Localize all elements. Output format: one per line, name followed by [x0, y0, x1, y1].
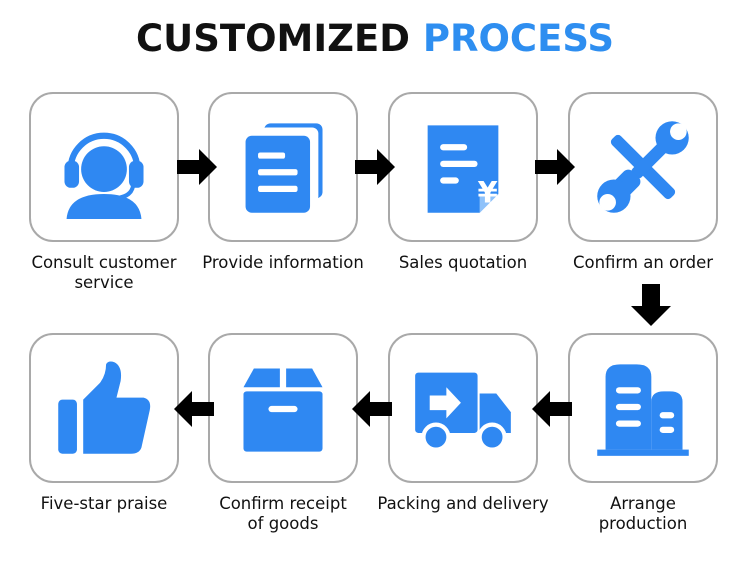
step-label: Sales quotation — [398, 253, 528, 272]
step-provide-information — [208, 92, 358, 242]
step-label: Confirm an order — [572, 253, 714, 272]
thumbs-up-icon — [58, 361, 151, 454]
right-arrow-icon — [535, 149, 575, 185]
left-arrow-icon — [174, 391, 214, 427]
delivery-truck-icon — [415, 372, 511, 452]
factory-building-icon — [597, 364, 689, 456]
svg-text:¥: ¥ — [478, 175, 498, 209]
step-five-star-praise — [29, 333, 179, 483]
step-confirm-an-order — [568, 92, 718, 242]
title-part-customized: CUSTOMIZED — [136, 17, 410, 60]
step-label: Provide information — [202, 253, 364, 272]
package-box-icon — [243, 368, 323, 452]
tools-icon — [597, 121, 689, 213]
step-label: Consult customer service — [31, 253, 177, 292]
down-arrow-icon — [631, 284, 671, 326]
right-arrow-icon — [355, 149, 395, 185]
step-sales-quotation: ¥ — [388, 92, 538, 242]
left-arrow-icon — [352, 391, 392, 427]
headset-agent-icon — [64, 132, 144, 219]
quotation-yen-icon: ¥ — [427, 125, 499, 213]
documents-icon — [245, 123, 323, 213]
step-confirm-receipt-of-goods — [208, 333, 358, 483]
step-arrange-production — [568, 333, 718, 483]
step-packing-and-delivery — [388, 333, 538, 483]
step-label: Five-star praise — [40, 494, 168, 513]
step-label: Arrange production — [598, 494, 688, 533]
right-arrow-icon — [177, 149, 217, 185]
page-title: CUSTOMIZED PROCESS — [0, 16, 750, 62]
step-label: Confirm receipt of goods — [219, 494, 347, 533]
step-consult-customer-service — [29, 92, 179, 242]
title-part-process: PROCESS — [422, 17, 614, 60]
left-arrow-icon — [532, 391, 572, 427]
step-label: Packing and delivery — [377, 494, 549, 513]
